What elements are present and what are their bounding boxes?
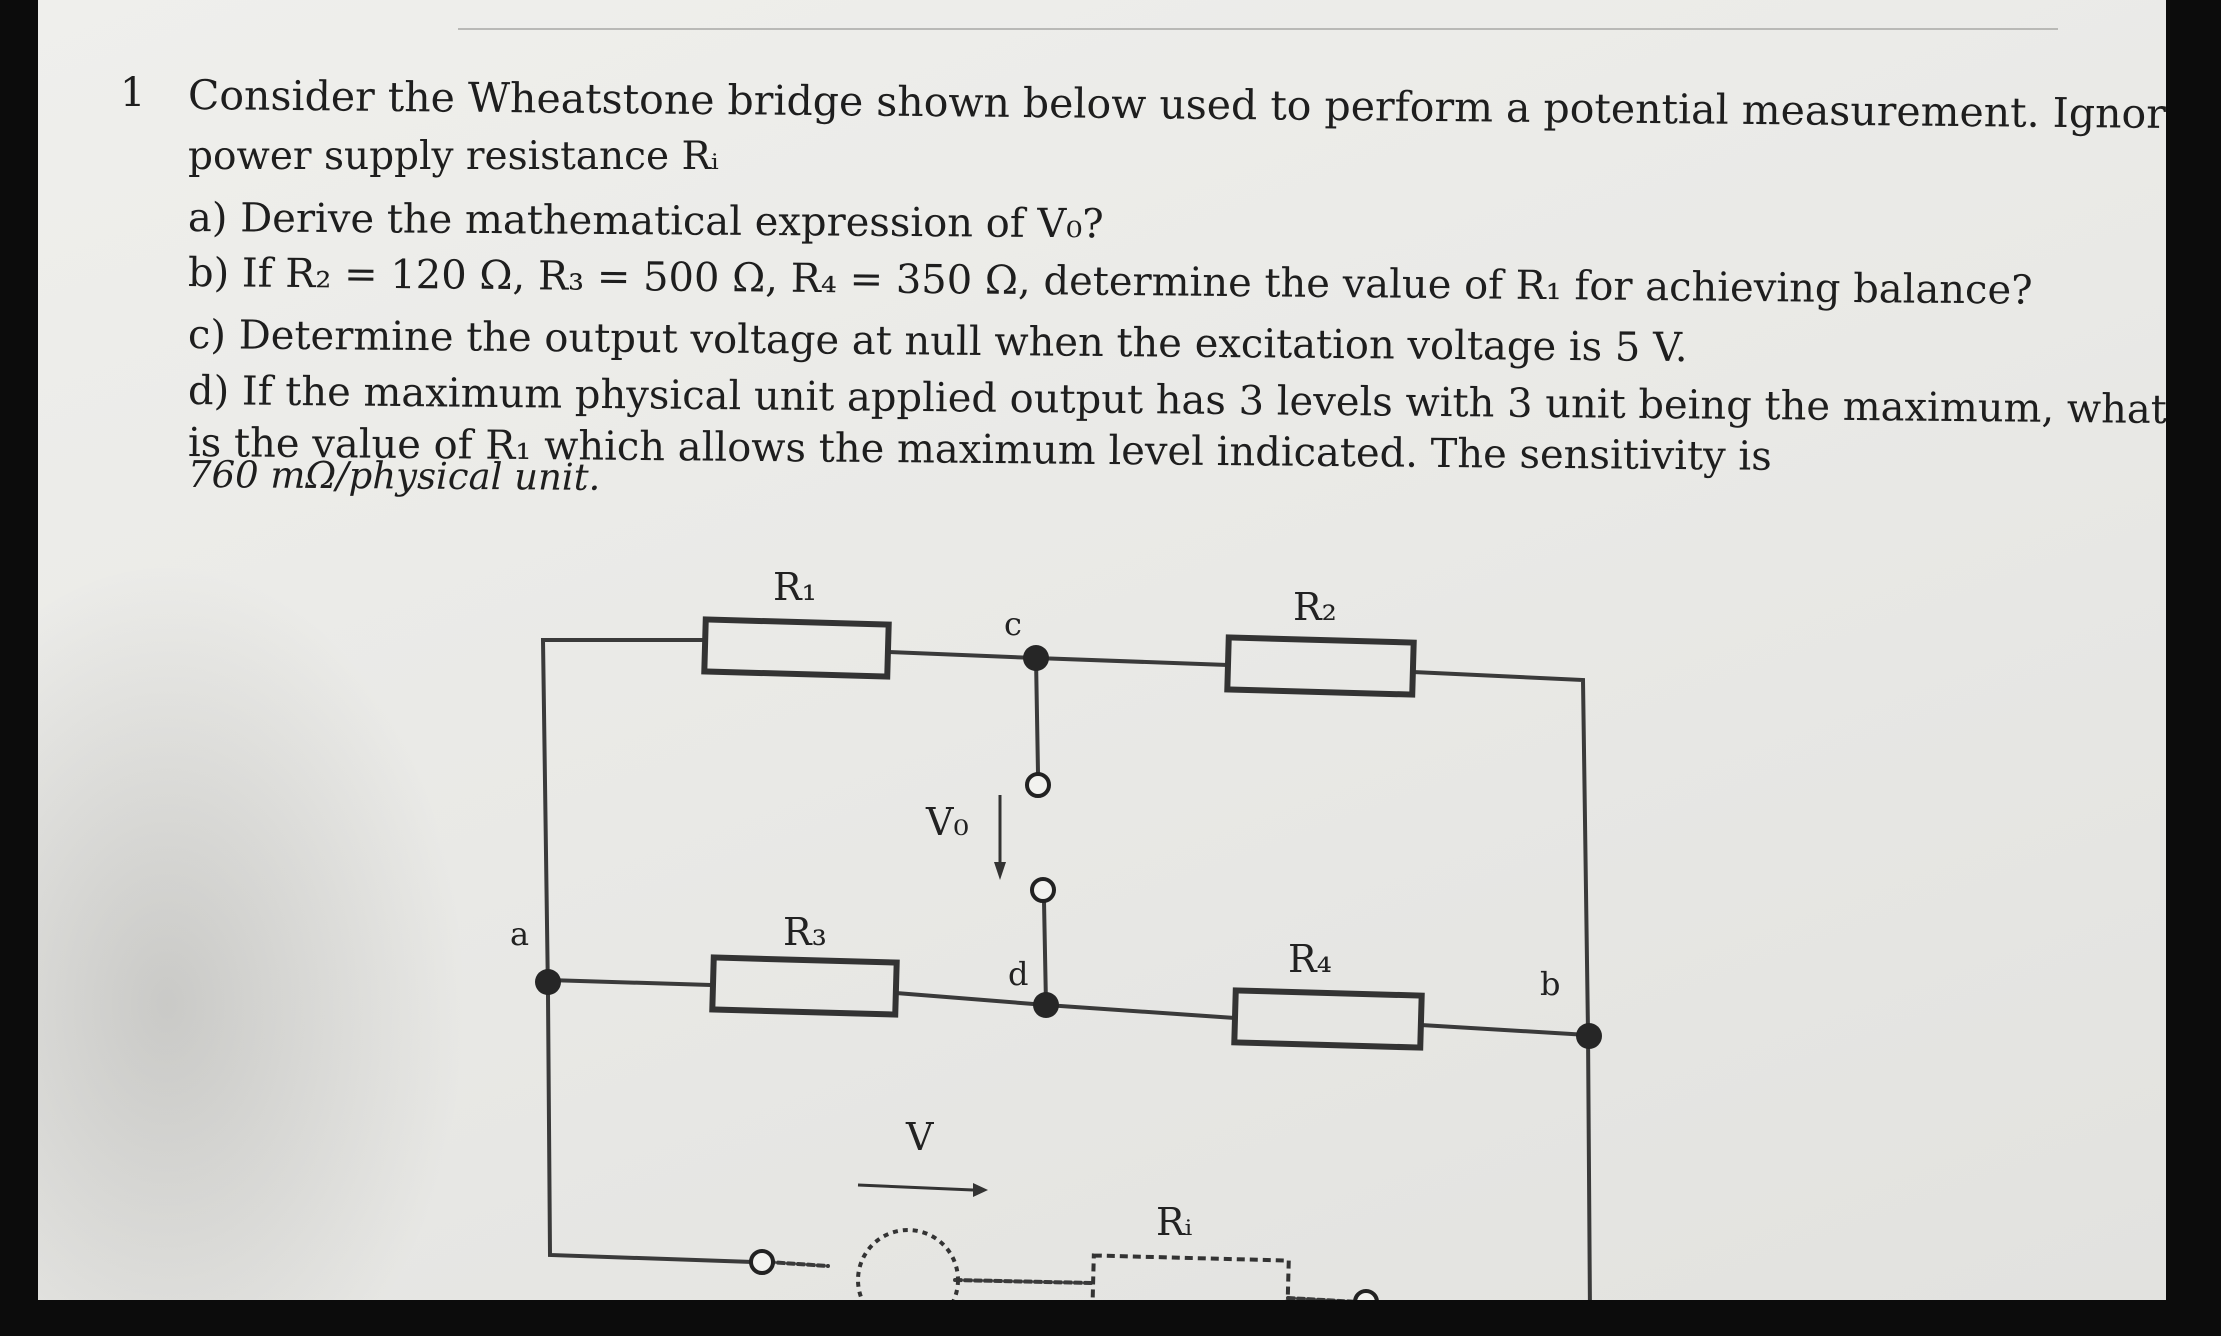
label-r3: R₃ (783, 910, 827, 954)
resistor-ri (1090, 1253, 1291, 1300)
node-b-dot (1576, 1023, 1602, 1049)
resistors (701, 616, 1425, 1300)
exam-paper: 1 Consider the Wheatstone bridge shown b… (38, 0, 2166, 1300)
supply-source (856, 1183, 988, 1300)
wire-r1-to-c (886, 650, 1038, 660)
shadow-area (38, 560, 468, 1300)
vo-arrow (994, 795, 1006, 880)
wire-b-to-supply (1586, 1030, 1592, 1300)
wire-source-to-ri (953, 1278, 1093, 1285)
detector-terminal-top (1025, 772, 1051, 798)
wire-c-to-terminal (1034, 656, 1040, 775)
label-node-b: b (1540, 965, 1560, 1003)
supply-terminal-left (749, 1249, 775, 1275)
nodes (535, 645, 1602, 1049)
detector-terminal-bottom (1030, 877, 1056, 903)
wire-c-to-r2 (1034, 656, 1230, 667)
label-r2: R₂ (1293, 585, 1337, 629)
label-r4: R₄ (1288, 937, 1332, 981)
voltage-source-circle (856, 1228, 960, 1300)
label-node-c: c (1004, 605, 1022, 643)
wire-d-to-r4 (1044, 1003, 1237, 1020)
resistor-r2 (1224, 634, 1417, 698)
label-v: V (905, 1115, 934, 1159)
wire-a-to-r3 (546, 978, 713, 987)
wire-r2-to-b (1411, 670, 1590, 1034)
question-number: 1 (120, 70, 146, 116)
voltage-arrow-line (857, 1183, 974, 1192)
terminals (749, 772, 1379, 1300)
circuit-labels: R₁ R₂ R₃ R₄ Rᵢ a b c d V₀ V (510, 565, 1560, 1244)
node-d-dot (1033, 992, 1059, 1018)
wire-r4-to-b (1419, 1023, 1590, 1037)
wheatstone-bridge-diagram: R₁ R₂ R₃ R₄ Rᵢ a b c d V₀ V (510, 565, 1602, 1300)
wire-ri-to-terminal (1286, 1296, 1359, 1300)
label-node-a: a (510, 915, 529, 953)
label-vo: V₀ (925, 800, 969, 844)
resistor-r1 (701, 616, 892, 680)
resistor-r4 (1231, 987, 1425, 1051)
question-intro-line2: power supply resistance Rᵢ (188, 134, 719, 179)
label-ri: Rᵢ (1156, 1200, 1193, 1244)
wire-a-to-r1 (540, 638, 705, 997)
vo-arrow-head (994, 862, 1006, 880)
wire-terminal-to-d (1042, 899, 1048, 1007)
node-a-dot (535, 969, 561, 995)
label-node-d: d (1008, 955, 1028, 993)
wire-ri-dashed (766, 1260, 830, 1268)
wire-r3-to-d (894, 991, 1048, 1007)
supply-terminal-right (1353, 1289, 1379, 1300)
circuit-wires (540, 638, 1592, 1300)
node-c-dot (1023, 645, 1049, 671)
resistor-r3 (709, 954, 900, 1018)
top-rule-line (458, 28, 2058, 30)
label-r1: R₁ (773, 565, 817, 609)
voltage-arrow-head (973, 1183, 988, 1197)
wire-a-to-supply (546, 993, 755, 1264)
